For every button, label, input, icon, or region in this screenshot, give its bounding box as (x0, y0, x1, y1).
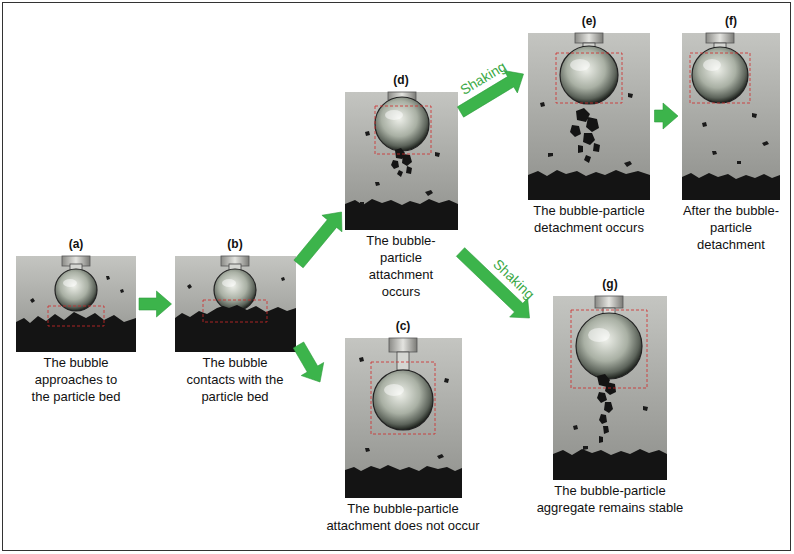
photo-b (175, 256, 296, 352)
panel-node: (d) The bubble-particle attachment occurs (345, 72, 458, 300)
panel-caption: After the bubble-particle detachment (681, 202, 781, 253)
photo-g (553, 296, 667, 480)
block-arrow (293, 342, 323, 382)
figure-border (3, 3, 791, 551)
panel-node: (c) The bubble-particle attachment does n… (323, 318, 483, 534)
panel-caption: The bubble-particle detachment occurs (527, 202, 652, 236)
panel-label: (f) (681, 13, 781, 29)
panel-node: (f) After the bubble-particle detachment (681, 13, 781, 253)
edge-label: Shaking (491, 255, 539, 302)
block-arrow (655, 103, 679, 129)
panel-node: (a) The bubble approaches to the particle… (16, 236, 136, 405)
panel-node: (b) The bubble contacts with the particle… (175, 236, 296, 405)
panel-label: (c) (323, 318, 483, 334)
panel-caption: The bubble contacts with the particle be… (181, 354, 289, 405)
panel-label: (g) (533, 276, 688, 292)
photo-f (682, 33, 780, 200)
edge-label: Shaking (457, 58, 509, 98)
photo-c (345, 338, 462, 498)
panel-caption: The bubble approaches to the particle be… (26, 354, 126, 405)
block-arrow (139, 291, 172, 317)
photo-e (528, 33, 650, 200)
panel-caption: The bubble-particle aggregate remains st… (533, 482, 688, 516)
photo-d (345, 92, 458, 230)
panel-node: (e) The bubble-particle detachment occurs (527, 13, 652, 236)
photo-a (16, 256, 136, 352)
panel-caption: The bubble-particle attachment occurs (361, 232, 441, 300)
panel-label: (b) (175, 236, 296, 252)
panel-caption: The bubble-particle attachment does not … (323, 500, 483, 534)
panel-label: (a) (16, 236, 136, 252)
panel-node: (g) The bubble-particle aggregate remains… (533, 276, 688, 516)
panel-label: (d) (345, 72, 458, 88)
panel-label: (e) (527, 13, 652, 29)
block-arrow (294, 212, 342, 268)
